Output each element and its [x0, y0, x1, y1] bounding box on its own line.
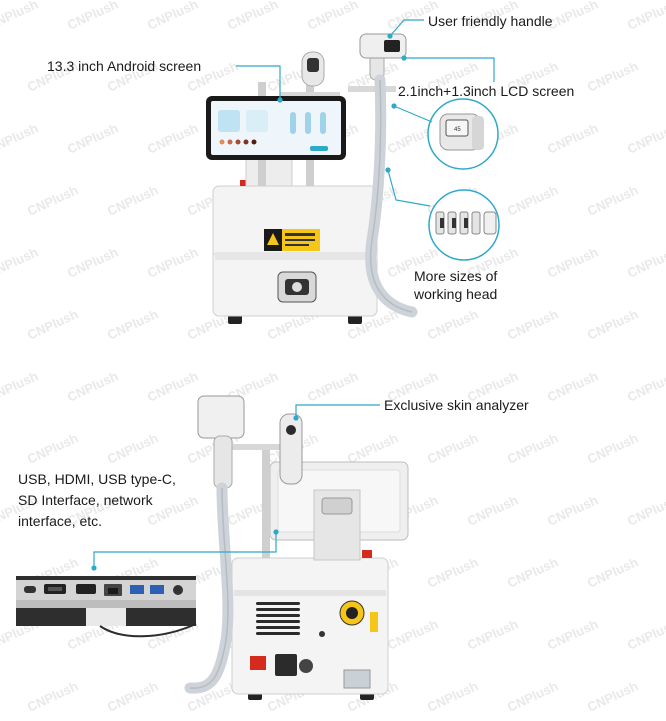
bottom-machine [184, 395, 409, 700]
top-machine [206, 33, 418, 324]
handle-label: User friendly handle [428, 13, 553, 29]
lcd-label: 2.1inch+1.3inch LCD screen [398, 83, 575, 99]
ports-label-line2: SD Interface, network [18, 492, 153, 508]
heads-label-line1: More sizes of [414, 268, 498, 284]
heads-zoom-circle [428, 189, 500, 261]
lcd-zoom-circle: 45 [427, 98, 499, 170]
android-screen-label: 13.3 inch Android screen [47, 58, 202, 74]
ports-inset [16, 576, 197, 638]
callout-lines-bottom [91, 404, 380, 571]
emergency-stop-icon [240, 180, 250, 186]
callout-lines-top [236, 19, 495, 207]
ports-label-line1: USB, HDMI, USB type-C, [18, 471, 176, 487]
heads-label-line2: working head [414, 286, 498, 302]
svg-text:45: 45 [454, 127, 461, 133]
ports-label-line3: interface, etc. [18, 513, 103, 529]
analyzer-label: Exclusive skin analyzer [384, 397, 529, 413]
